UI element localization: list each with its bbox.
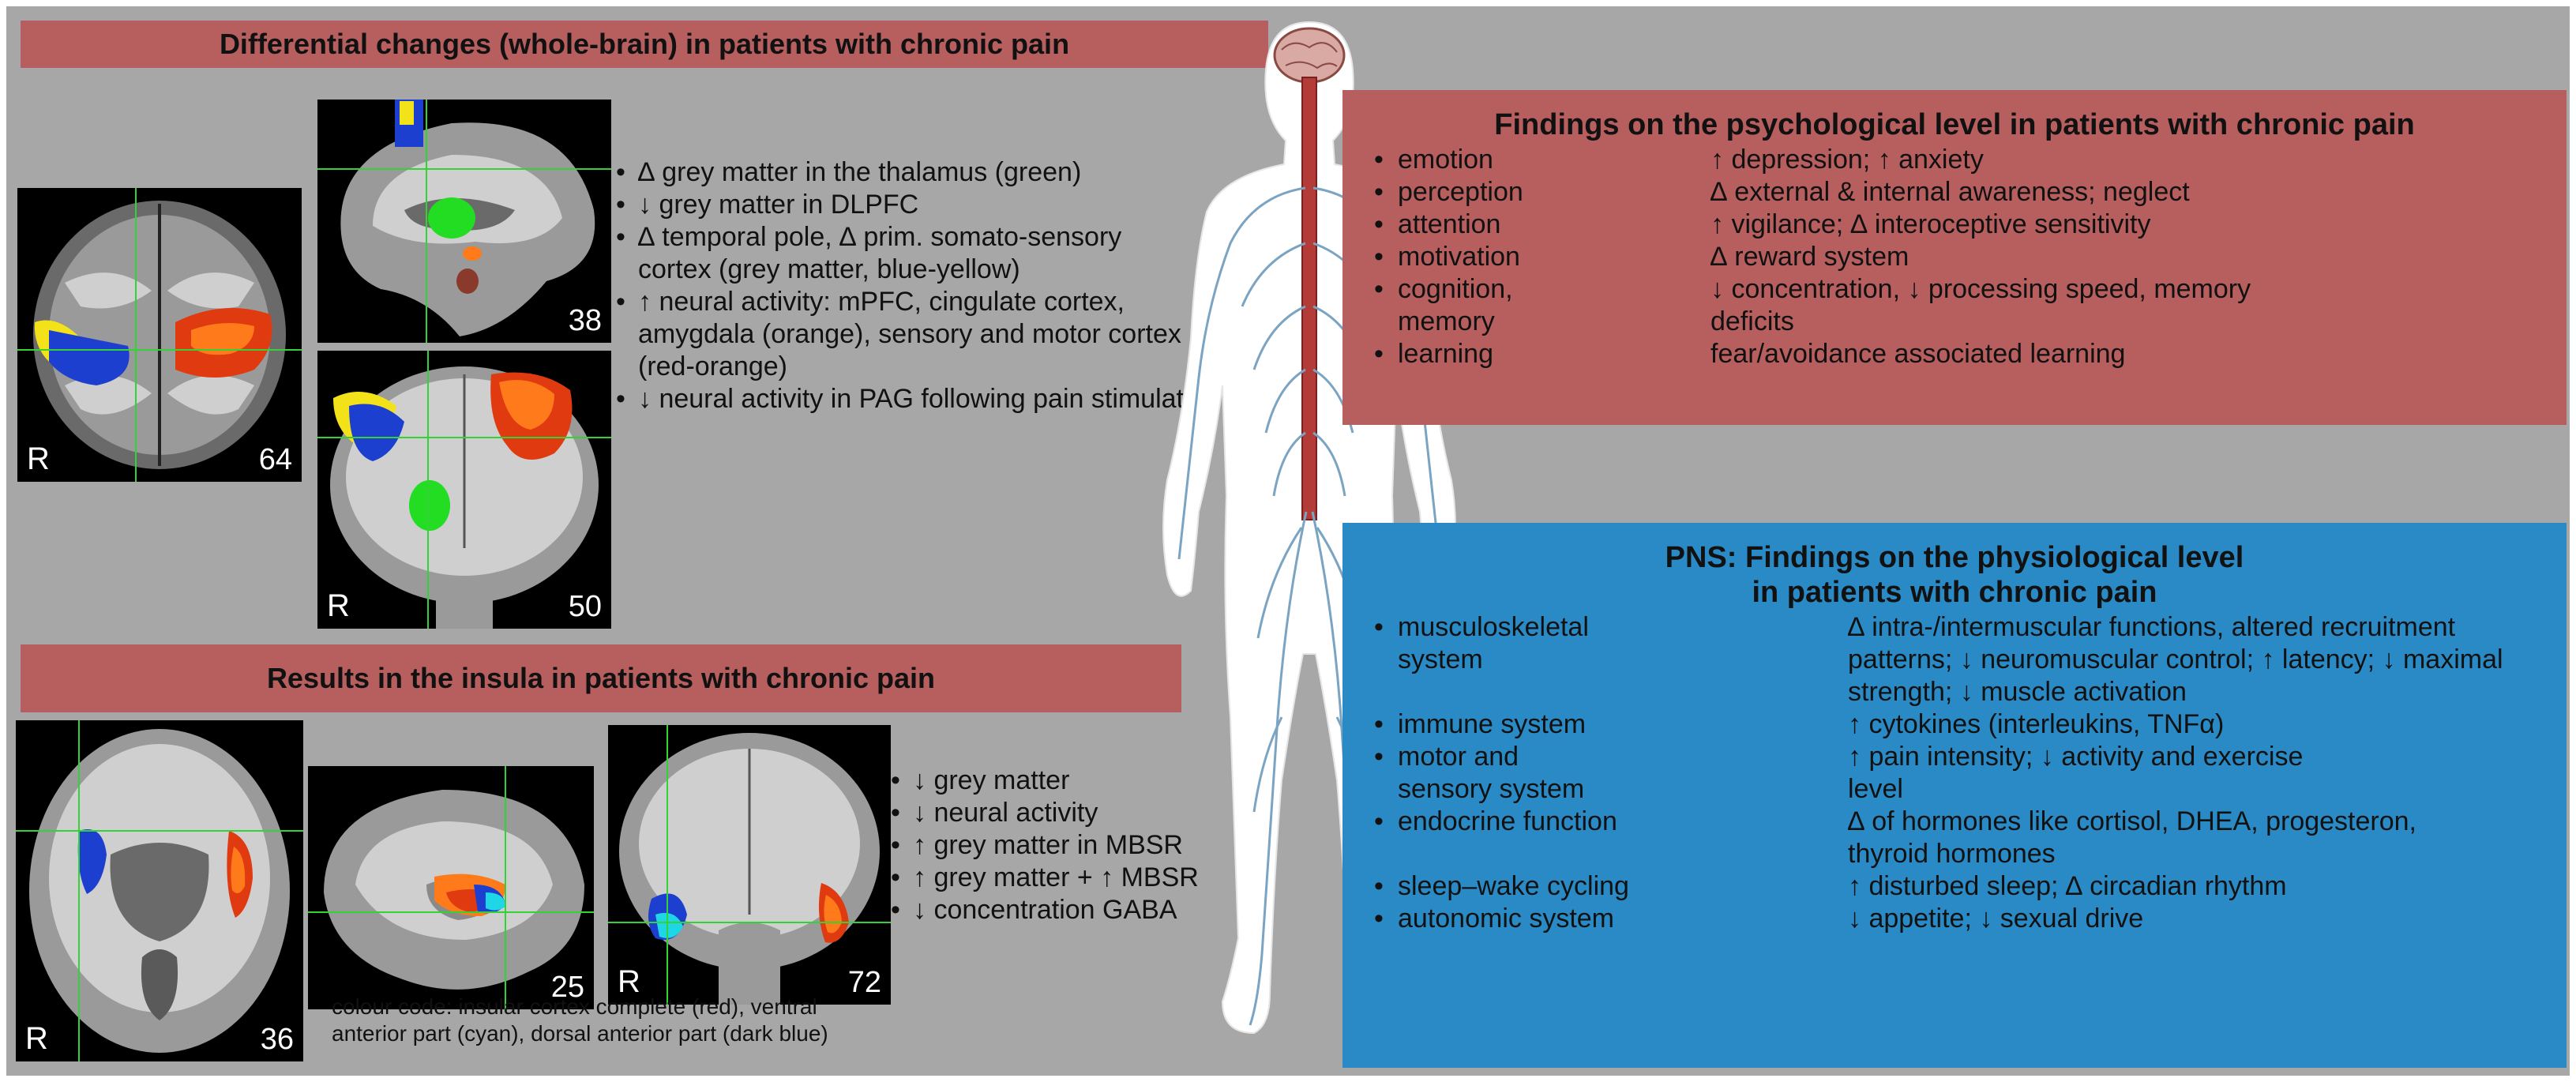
brain-coronal-icon bbox=[317, 351, 611, 629]
brain-panel-title: Differential changes (whole-brain) in pa… bbox=[21, 21, 1268, 68]
list-item: ∆ temporal pole, ∆ prim. somato-sensory … bbox=[616, 221, 1191, 286]
mri-sagittal-25: 25 bbox=[308, 766, 594, 1009]
list-item: sleep–wake cycling ↑ disturbed sleep; ∆ … bbox=[1374, 870, 2567, 903]
side-label-r: R bbox=[327, 588, 350, 623]
slice-number: 25 bbox=[550, 971, 584, 1004]
pns-panel-title-line1: PNS: Findings on the physiological level bbox=[1665, 541, 2244, 574]
slice-number: 38 bbox=[568, 304, 602, 337]
insula-axial-icon bbox=[16, 720, 303, 1061]
list-item: ∆ grey matter in the thalamus (green) bbox=[616, 156, 1264, 189]
slice-number: 64 bbox=[258, 443, 292, 476]
mri-coronal-72: R 72 bbox=[608, 725, 891, 1005]
mri-coronal-50: R 50 bbox=[317, 351, 611, 629]
list-item: ↓ concentration GABA bbox=[891, 894, 1333, 926]
list-item: ↑ grey matter + ↑ MBSR bbox=[891, 862, 1333, 894]
insula-sagittal-icon bbox=[308, 766, 594, 1009]
list-item: ↓ grey matter bbox=[891, 765, 1333, 797]
list-item: endocrine function ∆ of hormones like co… bbox=[1374, 806, 2567, 870]
brain-findings-list: ∆ grey matter in the thalamus (green) ↓ … bbox=[616, 156, 1264, 415]
side-label-r: R bbox=[27, 441, 50, 476]
list-item: ↓ neural activity in PAG following pain … bbox=[616, 383, 1238, 415]
psych-panel-title: Findings on the psychological level in p… bbox=[1494, 108, 2415, 141]
slice-number: 50 bbox=[568, 590, 602, 623]
insula-coronal-icon bbox=[608, 725, 891, 1005]
slice-number: 72 bbox=[847, 966, 881, 999]
list-item: motivation ∆ reward system bbox=[1374, 241, 2567, 273]
list-item: ↓ neural activity bbox=[891, 797, 1333, 829]
mri-axial-64: R 64 bbox=[17, 188, 302, 482]
insula-panel-title: Results in the insula in patients with c… bbox=[21, 644, 1181, 712]
list-item: musculoskeletal system ∆ intra-/intermus… bbox=[1374, 611, 2567, 708]
pns-panel: PNS: Findings on the physiological level… bbox=[1342, 523, 2567, 1068]
brain-sagittal-icon bbox=[317, 100, 611, 343]
figure-canvas: Differential changes (whole-brain) in pa… bbox=[6, 6, 2570, 1076]
mri-sagittal-38: 38 bbox=[317, 100, 611, 343]
side-label-r: R bbox=[618, 964, 640, 999]
psych-panel: Findings on the psychological level in p… bbox=[1342, 90, 2567, 425]
list-item: ↑ neural activity: mPFC, cingulate corte… bbox=[616, 286, 1238, 383]
side-label-r: R bbox=[25, 1021, 48, 1056]
list-item: ↑ grey matter in MBSR bbox=[891, 829, 1333, 862]
list-item: ↓ grey matter in DLPFC bbox=[616, 189, 1264, 221]
slice-number: 36 bbox=[260, 1023, 294, 1056]
list-item: cognition, memory ↓ concentration, ↓ pro… bbox=[1374, 273, 2567, 338]
colour-code-note: colour code: insular cortex complete (re… bbox=[332, 994, 828, 1046]
brain-icon bbox=[1273, 27, 1346, 84]
brain-axial-icon bbox=[17, 188, 302, 482]
list-item: learning fear/avoidance associated learn… bbox=[1374, 338, 2567, 370]
pns-panel-title-line2: in patients with chronic pain bbox=[1752, 576, 2157, 609]
list-item: autonomic system ↓ appetite; ↓ sexual dr… bbox=[1374, 903, 2567, 935]
insula-findings-list: ↓ grey matter ↓ neural activity ↑ grey m… bbox=[891, 765, 1333, 926]
list-item: immune system ↑ cytokines (interleukins,… bbox=[1374, 708, 2567, 741]
mri-axial-36: R 36 bbox=[16, 720, 303, 1061]
list-item: perception ∆ external & internal awarene… bbox=[1374, 176, 2567, 209]
list-item: attention ↑ vigilance; ∆ interoceptive s… bbox=[1374, 209, 2567, 241]
list-item: motor and sensory system ↑ pain intensit… bbox=[1374, 741, 2567, 806]
list-item: emotion ↑ depression; ↑ anxiety bbox=[1374, 144, 2567, 176]
